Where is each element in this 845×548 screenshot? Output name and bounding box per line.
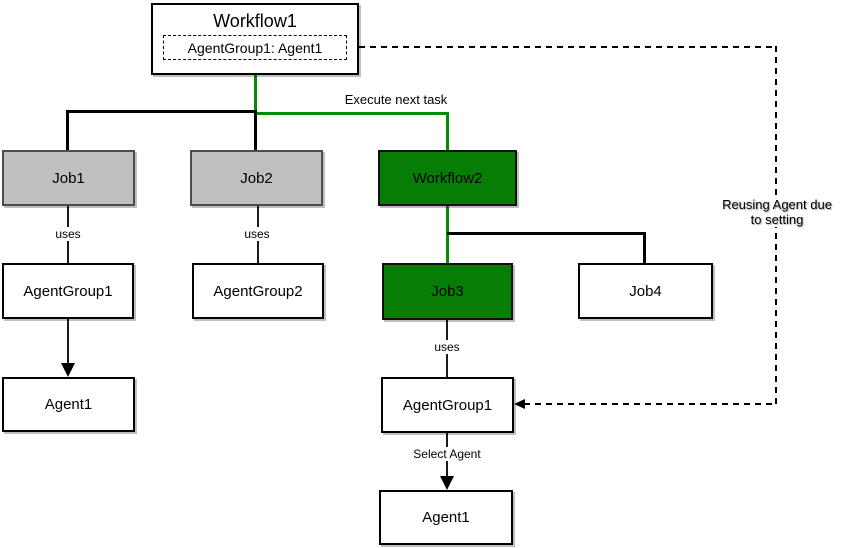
node-job2: Job2 [190, 150, 323, 206]
agentgroup1-reused-label: AgentGroup1 [402, 396, 493, 414]
edge-label-job2-uses: uses [232, 227, 282, 241]
edge-to-job1 [66, 110, 69, 150]
job3-label: Job3 [431, 283, 464, 300]
job2-label: Job2 [240, 169, 273, 187]
node-workflow2: Workflow2 [378, 150, 517, 206]
agentgroup2-label: AgentGroup2 [213, 282, 303, 300]
edge-into-workflow2 [446, 112, 449, 150]
node-agentgroup1-reused: AgentGroup1 [381, 377, 514, 433]
node-agentgroup2: AgentGroup2 [192, 263, 324, 319]
arrowhead-agent1-left [61, 363, 75, 377]
arrowhead-reuse-agentgroup1 [514, 399, 525, 409]
edge-agentgroup1-to-agent1 [67, 319, 69, 365]
node-job1: Job1 [2, 150, 135, 206]
arrowhead-agent1-bottom [440, 476, 454, 490]
edge-workflow2-job4-horizontal [447, 232, 646, 235]
edge-to-job4 [643, 232, 646, 263]
edge-reuse-dashed-bottom [524, 403, 776, 405]
workflow1-label: Workflow1 [213, 11, 297, 31]
job4-label: Job4 [629, 282, 662, 300]
node-agentgroup1: AgentGroup1 [2, 263, 134, 319]
agentgroup1-label: AgentGroup1 [23, 282, 113, 300]
node-job3: Job3 [382, 263, 513, 320]
edge-label-job3-uses: uses [422, 340, 472, 354]
workflow2-label: Workflow2 [412, 169, 483, 187]
workflow1-agent-setting: AgentGroup1: Agent1 [163, 35, 347, 60]
node-job4: Job4 [578, 263, 713, 319]
agent1-selected-label: Agent1 [422, 509, 470, 526]
node-agent1-left: Agent1 [2, 377, 135, 432]
edge-to-job2 [254, 113, 257, 150]
note-reusing-agent: Reusing Agent due to setting [716, 197, 838, 227]
edge-label-execute-next-task: Execute next task [344, 92, 448, 107]
edge-label-select-agent: Select Agent [397, 447, 497, 461]
edge-execute-next-task-horizontal [255, 112, 449, 115]
edge-workflow1-jobs-horizontal [66, 110, 257, 113]
edge-reuse-dashed-top [348, 46, 776, 48]
job1-label: Job1 [52, 169, 85, 187]
agent1-left-label: Agent1 [44, 396, 93, 413]
edge-label-job1-uses: uses [43, 227, 93, 241]
node-agent1-selected: Agent1 [379, 490, 513, 545]
edge-workflow1-down-green [254, 74, 257, 113]
node-workflow1: Workflow1 AgentGroup1: Agent1 [151, 3, 359, 75]
